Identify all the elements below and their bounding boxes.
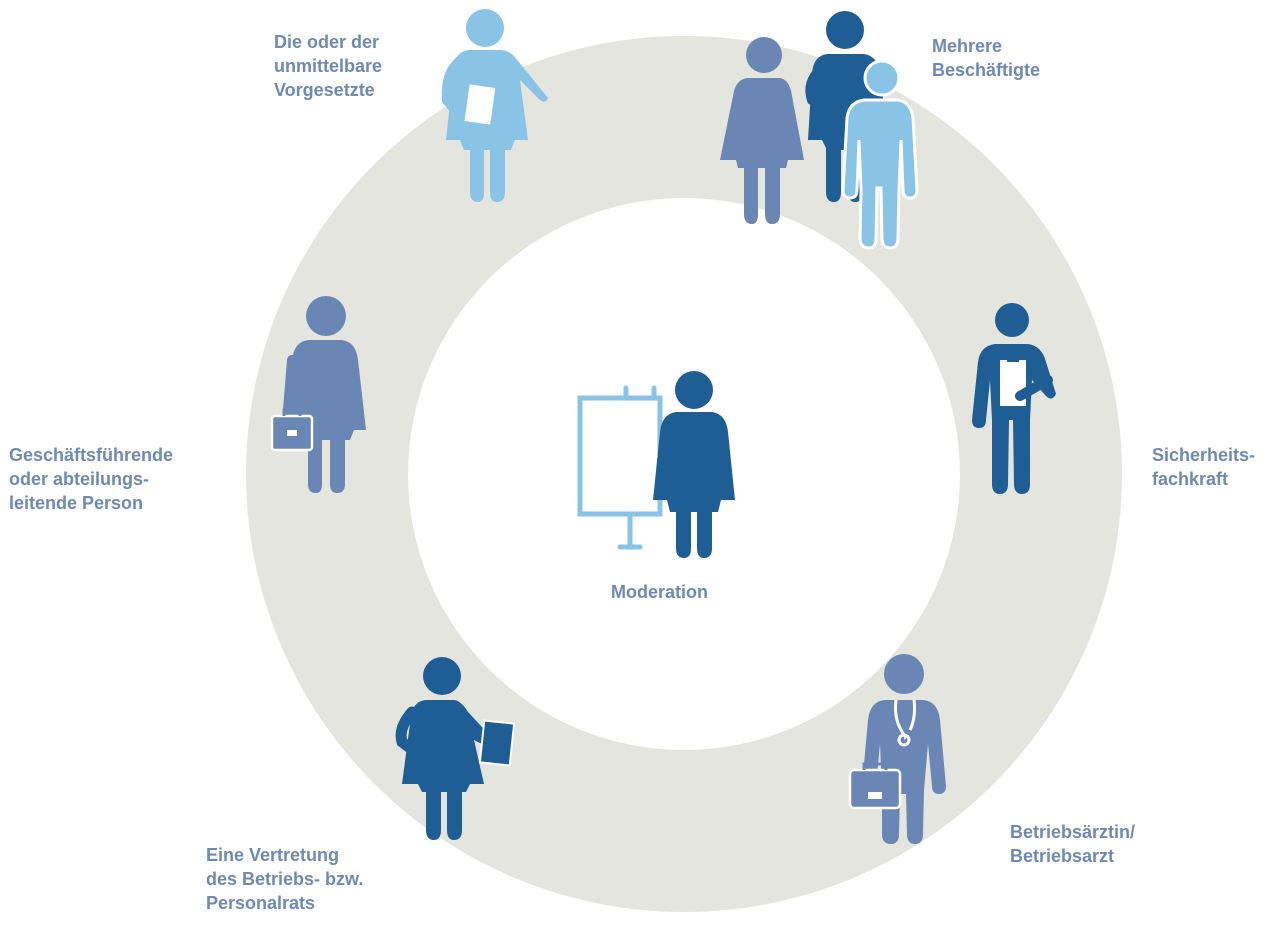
center-label: Moderation: [611, 582, 708, 602]
doctor-with-stethoscope-icon: [848, 654, 946, 844]
label-line: leitende Person: [9, 493, 144, 513]
label-safety-specialist: Sicherheits- fachkraft: [1152, 443, 1255, 491]
label-line: Beschäftigte: [932, 60, 1041, 80]
label-line: Vorgesetzte: [274, 80, 375, 100]
label-line: Die oder der: [274, 32, 380, 52]
label-works-council: Eine Vertretung des Betriebs- bzw. Perso…: [206, 843, 363, 915]
label-occupational-doctor: Betriebsärztin/ Betriebsarzt: [1010, 820, 1135, 868]
group-of-people-icon: [720, 11, 919, 250]
man-with-clipboard-icon: [972, 303, 1056, 494]
label-line: oder abteilungs-: [9, 469, 150, 489]
woman-with-document-icon: [441, 9, 548, 202]
label-line: Sicherheits-: [1152, 445, 1256, 465]
label-supervisor: Die oder der unmittelbare Vorgesetzte: [274, 30, 382, 102]
label-line: Eine Vertretung: [206, 845, 340, 865]
label-moderation: Moderation: [611, 580, 708, 604]
woman-with-folder-icon: [395, 657, 516, 840]
label-line: unmittelbare: [274, 56, 383, 76]
label-line: Geschäftsführende: [9, 445, 174, 465]
label-manager: Geschäftsführende oder abteilungs- leite…: [9, 443, 173, 515]
label-line: Betriebsarzt: [1010, 846, 1115, 866]
woman-with-briefcase-icon: [270, 296, 366, 493]
label-line: Personalrats: [206, 893, 316, 913]
label-line: des Betriebs- bzw.: [206, 869, 364, 889]
label-line: Mehrere: [932, 36, 1003, 56]
label-line: fachkraft: [1152, 469, 1229, 489]
label-employees: Mehrere Beschäftigte: [932, 34, 1040, 82]
presenter-with-flipchart-icon: [577, 371, 735, 558]
label-line: Betriebsärztin/: [1010, 822, 1136, 842]
